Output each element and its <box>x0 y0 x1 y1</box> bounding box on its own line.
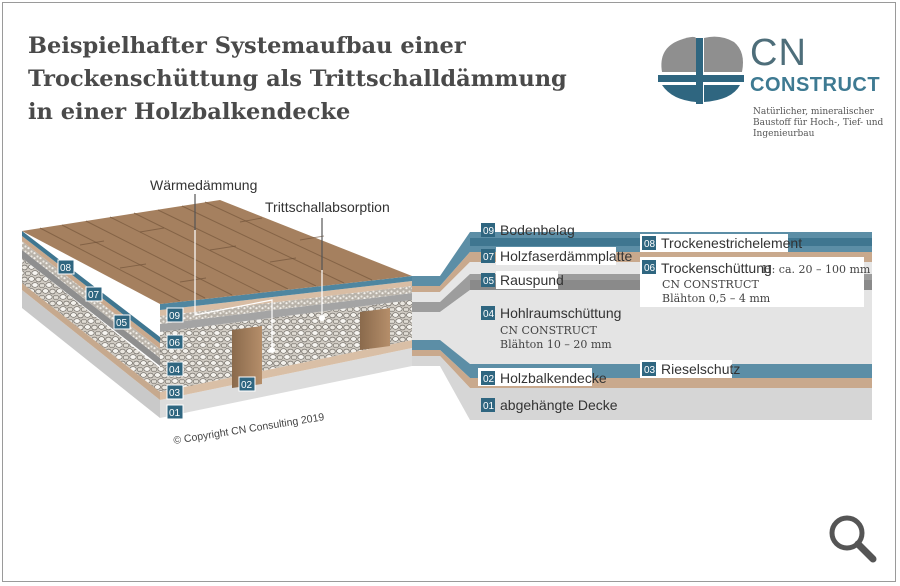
svg-text:08: 08 <box>60 263 72 274</box>
svg-text:Hohlraumschüttung: Hohlraumschüttung <box>500 305 621 321</box>
svg-text:03: 03 <box>644 365 656 376</box>
svg-text:03: 03 <box>169 388 181 399</box>
svg-text:07: 07 <box>483 252 495 263</box>
block-badge: 07 <box>85 286 103 302</box>
svg-text:04: 04 <box>483 309 495 320</box>
block-badge: 03 <box>166 384 184 400</box>
svg-text:Holzbalkendecke: Holzbalkendecke <box>500 370 607 386</box>
svg-text:06: 06 <box>169 338 181 349</box>
block-badge: 08 <box>57 259 75 275</box>
svg-text:01: 01 <box>483 401 495 412</box>
callout-trittschallabsorption: Trittschallabsorption <box>265 199 390 215</box>
svg-text:02: 02 <box>483 374 495 385</box>
layer-01: 01 abgehängte Decke <box>481 397 618 413</box>
title-line-2: Trockenschüttung als Trittschalldämmung <box>28 66 567 92</box>
svg-text:Trockenestrichelement: Trockenestrichelement <box>661 235 802 251</box>
svg-text:Trockenschüttung: Trockenschüttung <box>661 260 772 276</box>
logo-cn-text: CN <box>750 32 807 74</box>
svg-text:09: 09 <box>169 311 181 322</box>
title-line-1: Beispielhafter Systemaufbau einer <box>28 33 466 59</box>
layer-05: 05 Rauspund <box>481 272 564 288</box>
block-badge: 04 <box>166 361 184 377</box>
svg-text:Rieselschutz: Rieselschutz <box>661 361 740 377</box>
svg-text:Blähton 10 – 20 mm: Blähton 10 – 20 mm <box>500 338 612 351</box>
layer-04: 04 Hohlraumschüttung CN CONSTRUCT Blähto… <box>481 305 621 351</box>
logo-tagline-line: Ingenieurbau <box>753 129 815 139</box>
layer-02: 02 Holzbalkendecke <box>481 370 607 386</box>
logo-tagline-line: Baustoff für Hoch-, Tief- und <box>753 118 884 128</box>
svg-text:05: 05 <box>483 276 495 287</box>
svg-text:Holzfaserdämmplatte: Holzfaserdämmplatte <box>500 248 632 264</box>
layer-03: 03 Rieselschutz <box>642 361 740 377</box>
block-badge: 05 <box>113 314 131 330</box>
block-badge: 01 <box>166 404 184 420</box>
block-badge: 02 <box>238 376 256 392</box>
svg-text:Bodenbelag: Bodenbelag <box>500 222 575 238</box>
block-badge: 06 <box>166 334 184 350</box>
svg-text:06: 06 <box>644 263 656 274</box>
logo-mark-icon <box>658 36 744 104</box>
svg-text:CN CONSTRUCT: CN CONSTRUCT <box>500 324 597 337</box>
layer-07: 07 Holzfaserdämmplatte <box>481 248 632 264</box>
copyright-text: © Copyright CN Consulting 2019 <box>173 411 326 447</box>
magnifier-icon[interactable] <box>826 512 878 564</box>
layer-08: 08 Trockenestrichelement <box>642 235 802 251</box>
svg-text:02: 02 <box>241 380 253 391</box>
logo-tagline: Natürlicher, mineralischer Baustoff für … <box>753 107 883 140</box>
callout-waermedaemmung: Wärmedämmung <box>150 177 257 193</box>
svg-text:H: ca. 20 – 100 mm: H: ca. 20 – 100 mm <box>762 263 871 276</box>
svg-text:04: 04 <box>169 365 181 376</box>
svg-text:07: 07 <box>88 290 100 301</box>
layer-09: 09 Bodenbelag <box>481 222 575 238</box>
svg-text:05: 05 <box>116 318 128 329</box>
logo-tagline-line: Natürlicher, mineralischer <box>753 107 874 117</box>
svg-text:CN CONSTRUCT: CN CONSTRUCT <box>662 278 759 291</box>
title-line-3: in einer Holzbalkendecke <box>28 99 351 125</box>
cn-construct-logo: CN CONSTRUCT Natürlicher, mineralischer … <box>654 32 883 144</box>
svg-text:abgehängte Decke: abgehängte Decke <box>500 397 618 413</box>
block-badge: 09 <box>166 307 184 323</box>
svg-text:08: 08 <box>644 239 656 250</box>
page-title: Beispielhafter Systemaufbau einer Trocke… <box>28 30 588 129</box>
svg-text:01: 01 <box>169 408 181 419</box>
svg-text:09: 09 <box>483 226 495 237</box>
svg-text:Rauspund: Rauspund <box>500 272 564 288</box>
logo-construct-text: CONSTRUCT <box>750 74 881 96</box>
layer-06: 06 Trockenschüttung H: ca. 20 – 100 mm C… <box>642 260 871 305</box>
svg-text:Blähton 0,5 – 4 mm: Blähton 0,5 – 4 mm <box>662 292 771 305</box>
